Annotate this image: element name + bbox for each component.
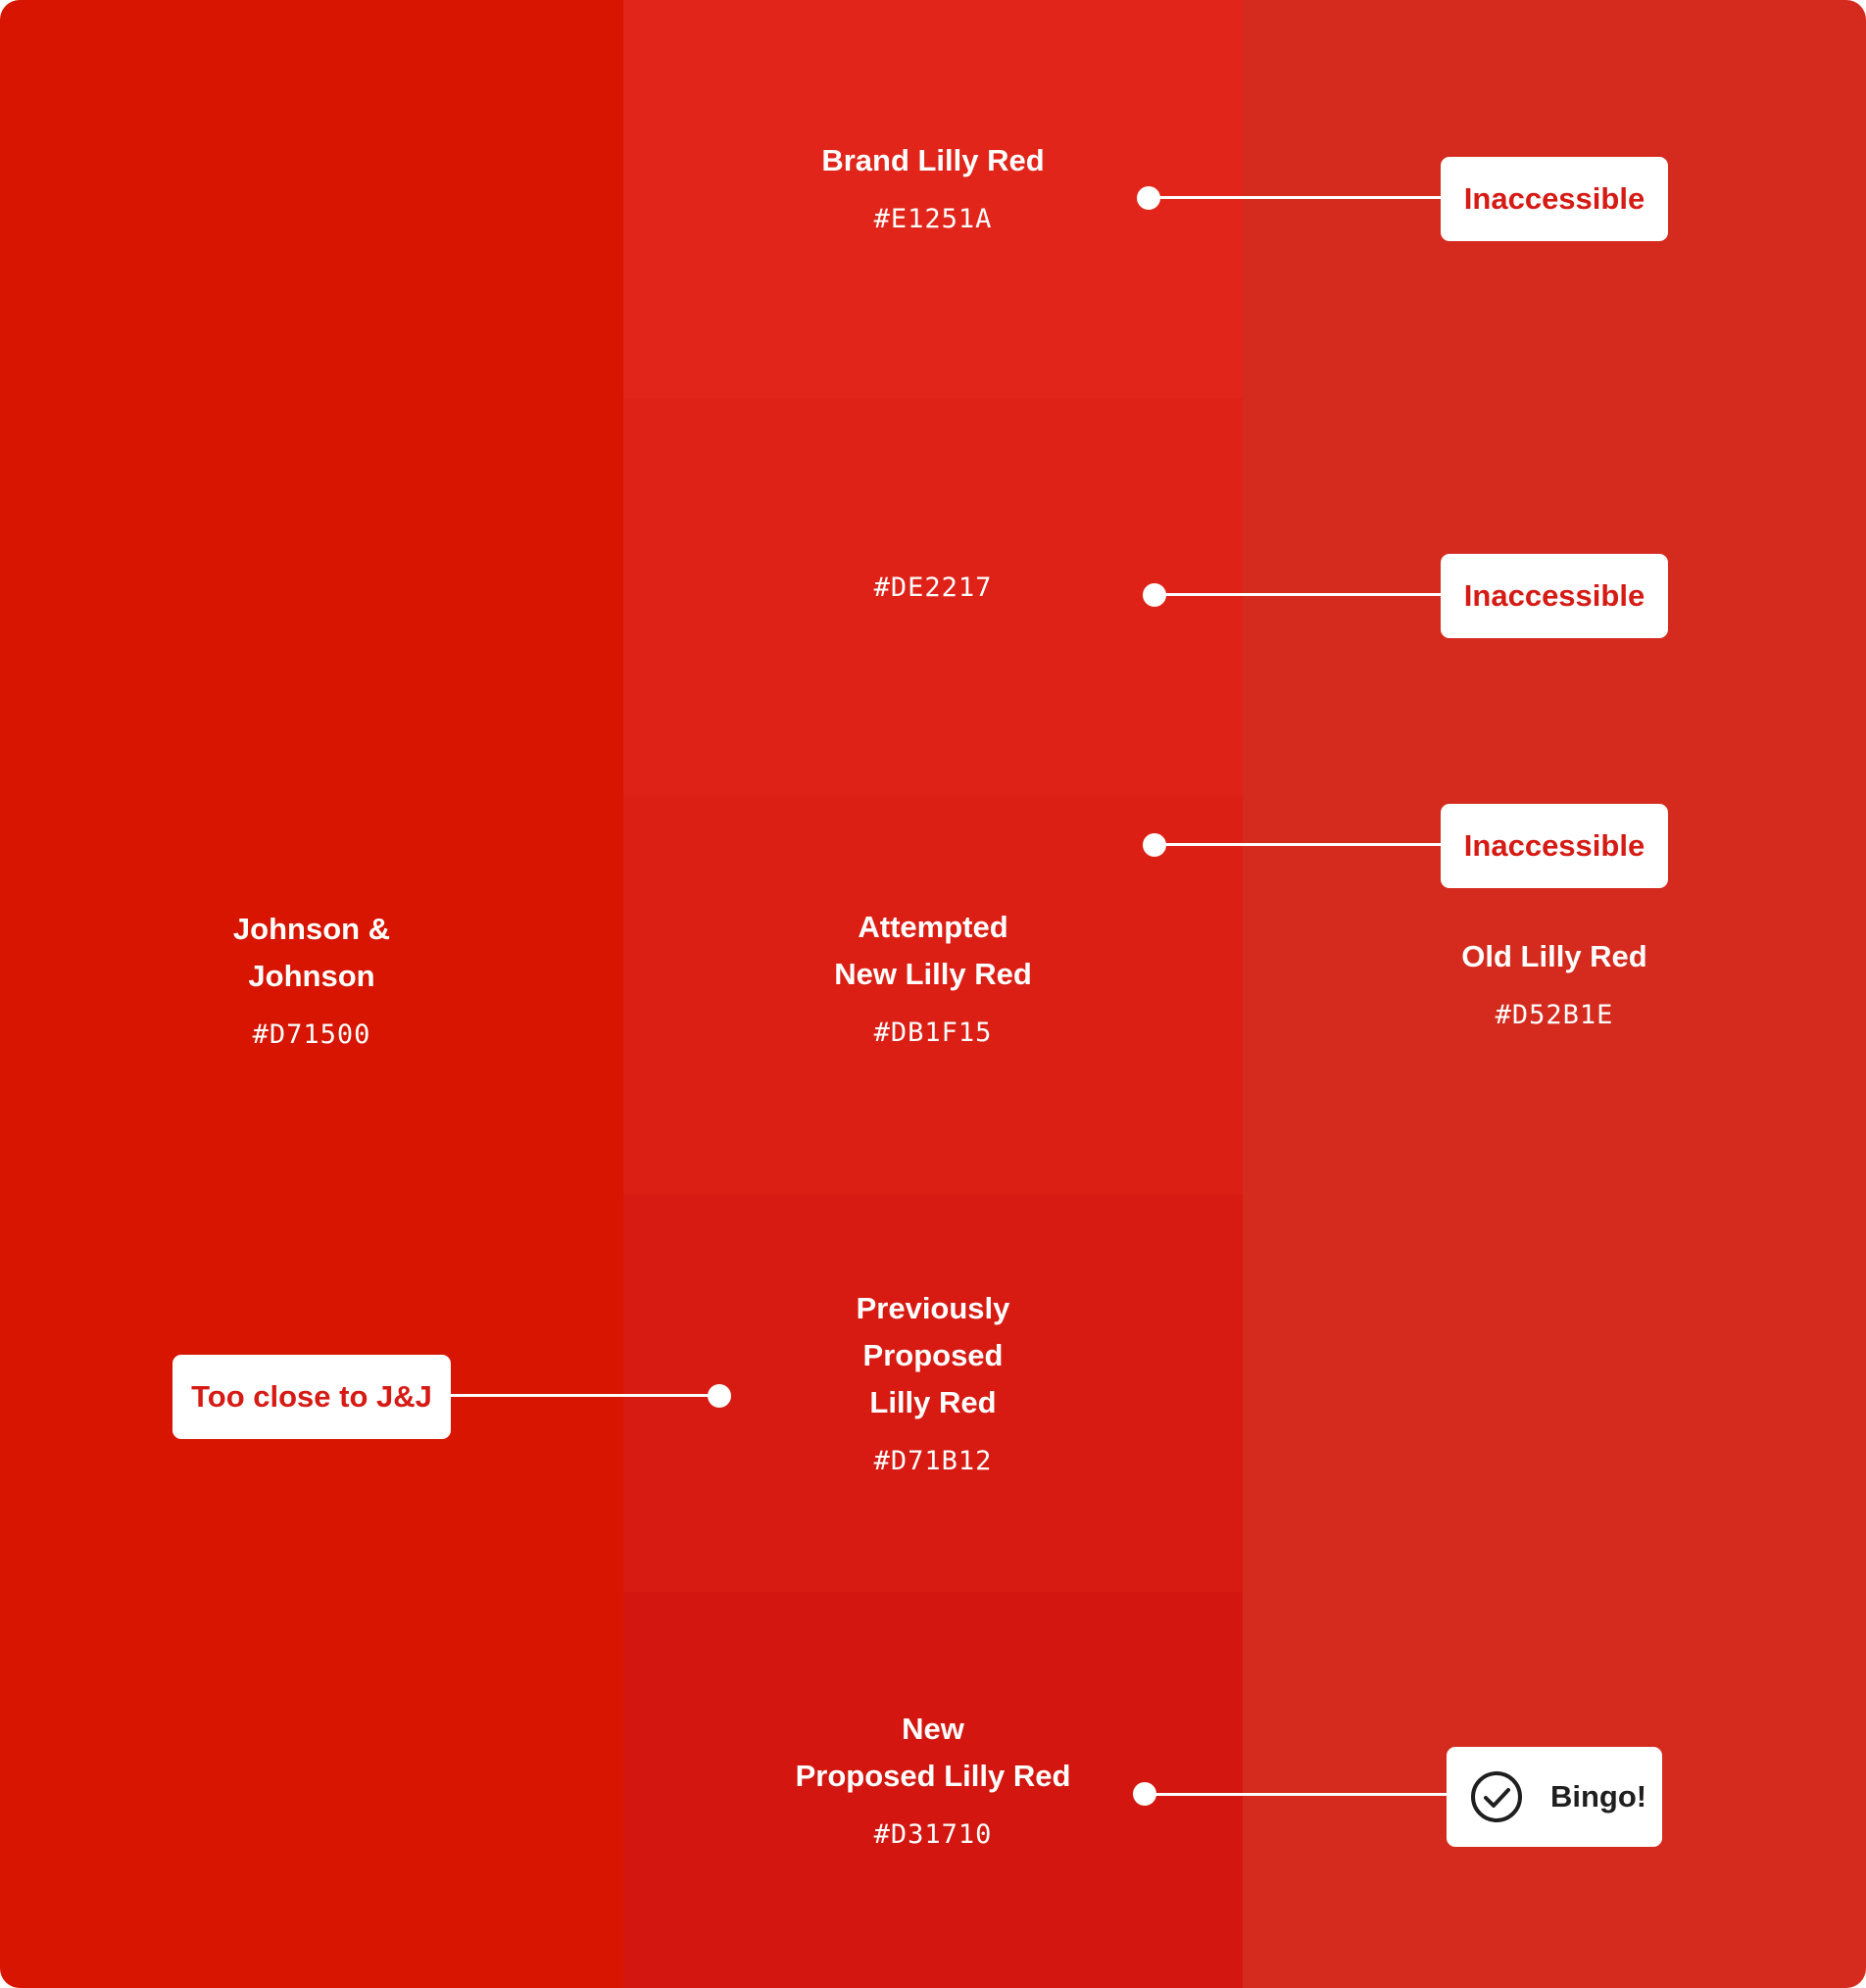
old-lilly-red-hex: #D52B1E xyxy=(1495,1000,1614,1030)
swatch-hex: #D31710 xyxy=(873,1819,993,1850)
inaccessible-tag-brand: Inaccessible xyxy=(1441,157,1668,241)
swatch-new-label: New Proposed Lilly Red #D31710 xyxy=(639,1706,1227,1855)
swatch-attempted-new-lilly-red: Attempted New Lilly Red #DB1F15 xyxy=(623,796,1243,1194)
swatch-de2217: #DE2217 xyxy=(623,398,1243,796)
jnj-column: Johnson & Johnson #D71500 xyxy=(0,0,623,1988)
swatch-previously-label: Previously Proposed Lilly Red #D71B12 xyxy=(639,1285,1227,1481)
swatch-attempted-label: Attempted New Lilly Red #DB1F15 xyxy=(639,904,1227,1053)
swatch-hex: #E1251A xyxy=(873,204,993,234)
swatch-hex: #DE2217 xyxy=(873,572,993,603)
swatch-de2217-label: #DE2217 xyxy=(639,569,1227,608)
old-lilly-red-name: Old Lilly Red xyxy=(1461,939,1647,973)
old-lilly-red-column: Old Lilly Red #D52B1E xyxy=(1243,0,1866,1988)
connector-dot xyxy=(708,1384,731,1408)
swatch-name: Previously Proposed Lilly Red xyxy=(856,1291,1010,1419)
swatch-name: Attempted New Lilly Red xyxy=(834,910,1032,991)
inaccessible-tag-de2217: Inaccessible xyxy=(1441,554,1668,638)
connector-line xyxy=(1149,196,1441,199)
jnj-label: Johnson & Johnson #D71500 xyxy=(18,906,606,1055)
connector-line xyxy=(451,1394,719,1397)
connector-line xyxy=(1154,843,1441,846)
swatch-hex: #D71B12 xyxy=(873,1446,993,1476)
jnj-name: Johnson & Johnson xyxy=(232,912,391,993)
connector-line xyxy=(1145,1793,1447,1796)
bingo-tag: Bingo! xyxy=(1447,1747,1662,1847)
bingo-label: Bingo! xyxy=(1550,1779,1647,1814)
inaccessible-tag-attempted: Inaccessible xyxy=(1441,804,1668,888)
swatch-brand-label: Brand Lilly Red #E1251A xyxy=(639,137,1227,239)
swatch-hex: #DB1F15 xyxy=(873,1018,993,1048)
check-circle-icon xyxy=(1471,1771,1522,1822)
too-close-tag: Too close to J&J xyxy=(172,1355,451,1439)
old-lilly-red-label: Old Lilly Red #D52B1E xyxy=(1260,933,1848,1035)
jnj-hex: #D71500 xyxy=(252,1019,371,1050)
swatch-name: Brand Lilly Red xyxy=(821,143,1045,177)
swatch-name: New Proposed Lilly Red xyxy=(795,1712,1071,1793)
connector-line xyxy=(1154,593,1441,596)
